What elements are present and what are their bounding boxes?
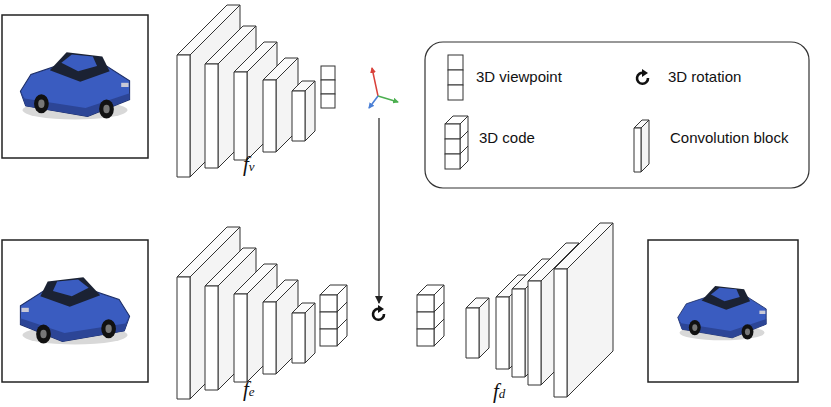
slab-face: [554, 269, 567, 397]
cube-face: [434, 285, 444, 346]
output-image: [648, 240, 798, 382]
slab-face: [528, 281, 541, 385]
cube-face: [445, 154, 460, 169]
legend-box: [425, 42, 809, 188]
legend-shape-icons: [445, 116, 649, 172]
cube-face: [417, 329, 434, 346]
slab-face: [496, 297, 509, 369]
input-image: [2, 15, 148, 158]
viewpoint-arrow: [378, 118, 379, 303]
cube-edge: [434, 319, 444, 329]
slab-face: [177, 55, 190, 177]
legend-viewpoint-icon: [448, 55, 463, 100]
slab-face: [292, 81, 315, 91]
legend-label: 3D code: [479, 129, 535, 147]
slab-face: [634, 120, 649, 128]
cube-edge: [460, 146, 468, 154]
slab-face: [263, 58, 298, 80]
slab-face: [234, 42, 277, 72]
cube-face: [445, 124, 460, 139]
cube-face: [320, 312, 337, 329]
cube-edge: [434, 285, 444, 295]
slab-face: [554, 223, 613, 269]
cube-edge: [460, 131, 468, 139]
cube-edge: [337, 319, 347, 329]
slab-face: [466, 308, 479, 358]
legend-label: Convolution block: [670, 129, 788, 147]
cube-edge: [337, 302, 347, 312]
legend-label: 3D viewpoint: [476, 68, 562, 86]
slab-face: [263, 80, 276, 152]
slab-face: [234, 294, 247, 382]
slab-face: [466, 298, 489, 308]
slab-face: [292, 303, 315, 313]
axes-icon: [369, 68, 398, 108]
cube-face: [320, 329, 337, 346]
legend-label: 3D rotation: [668, 68, 741, 86]
function-label: fd: [493, 379, 505, 406]
cube-edge: [460, 116, 468, 124]
slab-face: [292, 313, 305, 363]
cube-face: [417, 312, 434, 329]
legend-rotation-icon: [637, 69, 648, 84]
slab-face: [292, 91, 305, 141]
slab-face: [263, 302, 276, 374]
cube-face: [337, 285, 347, 346]
slab-face: [177, 277, 190, 399]
slab-face: [634, 128, 641, 172]
slab-face: [234, 264, 277, 294]
slab-face: [641, 120, 649, 172]
viewpoint-vector: [321, 66, 335, 108]
cube-face: [445, 139, 460, 154]
cube-face: [417, 295, 434, 312]
function-label: fe: [243, 377, 255, 404]
slab-face: [512, 289, 525, 377]
cube-face: [460, 116, 468, 169]
rotation-symbol: [373, 305, 384, 320]
cube-edge: [434, 302, 444, 312]
slab-face: [205, 64, 218, 168]
code-cubes: [320, 285, 444, 346]
slab-face: [234, 72, 247, 160]
cube-face: [320, 295, 337, 312]
slab-face: [263, 280, 298, 302]
function-label: fv: [243, 152, 255, 179]
cube-edge: [337, 285, 347, 295]
source-image: [2, 240, 148, 382]
slab-face: [205, 286, 218, 390]
